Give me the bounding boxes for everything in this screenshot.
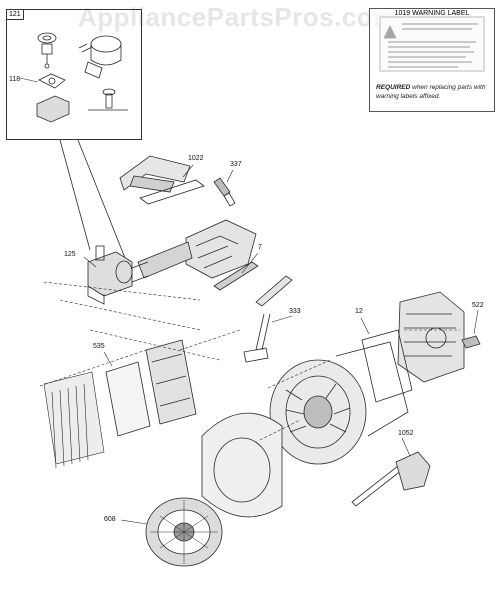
note-rest: when replacing parts with warning labels…	[376, 84, 486, 100]
warning-label-title: 1019 WARNING LABEL	[394, 10, 470, 17]
callout-608: 608	[104, 516, 116, 523]
fitting-522	[461, 335, 481, 349]
callout-522: 522	[472, 302, 484, 309]
callout-333: 333	[289, 308, 301, 315]
callout-337: 337	[230, 161, 242, 168]
intake-elbow	[119, 155, 205, 205]
callout-118: 118	[9, 76, 21, 83]
rewind-starter	[145, 497, 223, 567]
callout-1052: 1052	[398, 430, 414, 437]
blower-housing	[201, 412, 283, 518]
note-required: REQUIRED	[376, 84, 411, 91]
carburetor	[87, 245, 149, 305]
air-cleaner-base	[145, 339, 197, 425]
carburetor-kit-inset: 121 118	[6, 9, 142, 140]
spark-plug	[213, 177, 236, 207]
engine-block	[269, 341, 409, 465]
watermark-text: AppliancePartsPros.com	[78, 2, 397, 32]
gasket-12	[361, 329, 413, 403]
oil-fill-assembly	[351, 451, 431, 507]
warning-label-box: 1019 WARNING LABEL REQUIRED when replaci…	[369, 8, 495, 112]
air-filter	[105, 361, 151, 437]
callout-535: 535	[93, 343, 105, 350]
cylinder-block	[397, 291, 465, 383]
intake-manifold	[137, 219, 257, 279]
gasket-7	[213, 261, 259, 291]
air-filter-cover	[43, 371, 105, 469]
callout-12: 12	[355, 308, 363, 315]
governor-lever	[243, 275, 293, 363]
callout-125: 125	[64, 251, 76, 258]
callout-7: 7	[258, 244, 262, 251]
callout-1022: 1022	[188, 155, 204, 162]
warning-label-note: REQUIRED when replacing parts with warni…	[376, 83, 492, 101]
inset-tag: 121	[7, 10, 24, 20]
inset-parts	[36, 32, 128, 123]
